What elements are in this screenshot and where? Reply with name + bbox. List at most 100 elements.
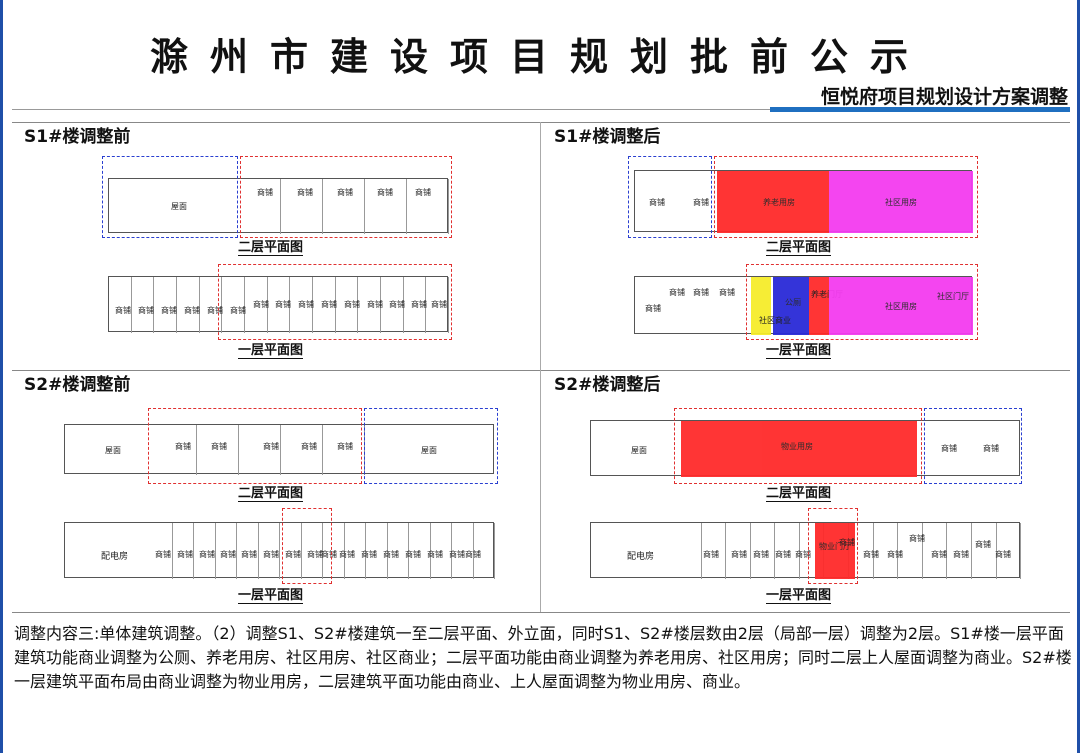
s1b-f1-room-1: 商铺 <box>115 306 131 315</box>
s2-before-floor1-bays <box>151 523 495 579</box>
s2a-f1-room-4: 商铺 <box>775 550 791 559</box>
s1b-f1-room-8: 商铺 <box>275 300 291 309</box>
s1b-f2-room-4: 商铺 <box>377 188 393 197</box>
s2b-f1-room-14: 商铺 <box>449 550 465 559</box>
s1b-f1-room-6: 商铺 <box>230 306 246 315</box>
s1-before-floor2-bays <box>239 179 449 234</box>
s1b-f2-room-1: 商铺 <box>257 188 273 197</box>
s1b-f2-room-2: 商铺 <box>297 188 313 197</box>
s2-after-floor2-commerce-zone <box>924 408 1022 484</box>
s1a-f1-toilet-label: 公厕 <box>785 298 801 307</box>
s1b-f1-room-7: 商铺 <box>253 300 269 309</box>
s1-after-floor1-change-zone <box>746 264 978 340</box>
s2-before-floor1-plan: 配电房 商铺 商铺 商铺 商铺 商铺 商铺 商铺 商铺 商铺 商铺 商铺 商铺 … <box>64 522 495 579</box>
s2b-f2-room-3: 商铺 <box>263 442 279 451</box>
s2-before-floor2-commerce-zone <box>148 408 362 484</box>
s2a-f1-room-1: 商铺 <box>703 550 719 559</box>
s2b-f2-roof-left: 屋面 <box>105 446 121 455</box>
s1-before-floor2-plan: 屋面 商铺 商铺 商铺 商铺 商铺 <box>108 178 449 234</box>
s1-after-elderly-fill: 养老用房 <box>717 171 829 233</box>
project-subtitle: 恒悦府项目规划设计方案调整 <box>820 86 1068 108</box>
s2a-f2-property-label: 物业用房 <box>781 442 813 451</box>
s2a-f1-room-13: 商铺 <box>995 550 1011 559</box>
s2a-f2-room-2: 商铺 <box>983 444 999 453</box>
s1-after-floor2-caption: 二层平面图 <box>766 240 832 256</box>
s2a-f1-power-room: 配电房 <box>627 552 655 562</box>
s2a-f1-room-6: 商铺 <box>839 538 855 547</box>
s2-after-property-fill: 物业用房 <box>681 421 917 477</box>
s1a-f2-room-1: 商铺 <box>649 198 665 207</box>
s1b-f1-room-13: 商铺 <box>389 300 405 309</box>
grid-line-middle <box>12 370 1070 371</box>
s1-after-floor2-change-zone <box>714 156 978 238</box>
s2b-f1-room-11: 商铺 <box>383 550 399 559</box>
s2a-f1-room-7: 商铺 <box>863 550 879 559</box>
s2-after-floor1-plan: 配电房 物业门厅 商铺 商铺 商铺 商铺 商铺 商铺 商铺 商铺 商铺 商铺 商… <box>590 522 1022 579</box>
s1b-f2-room-roof: 屋面 <box>171 202 187 211</box>
s2-before-floor2-plan: 屋面 商铺 商铺 商铺 商铺 商铺 屋面 <box>64 424 494 475</box>
title-rule <box>12 109 772 110</box>
s1b-f1-room-14: 商铺 <box>411 300 427 309</box>
s2-after-heading: S2#楼调整后 <box>554 375 661 395</box>
s1-after-floor2-plan: 养老用房 社区用房 商铺 商铺 <box>634 170 973 233</box>
grid-line-top <box>12 122 1070 123</box>
s2-after-property-door-fill: 物业门厅 <box>815 523 855 579</box>
s1-after-floor2-commerce-zone <box>628 156 712 238</box>
s2b-f2-roof-right: 屋面 <box>421 446 437 455</box>
s1b-f1-room-15: 商铺 <box>431 300 447 309</box>
s2-before-floor2-roof-zone <box>364 408 498 484</box>
s2-before-floor1-caption: 一层平面图 <box>238 588 304 604</box>
s1b-f1-room-12: 商铺 <box>367 300 383 309</box>
s1a-f1-room-1: 商铺 <box>645 304 661 313</box>
s2b-f1-room-3: 商铺 <box>199 550 215 559</box>
s2b-f2-room-4: 商铺 <box>301 442 317 451</box>
s2a-f1-room-9: 商铺 <box>909 534 925 543</box>
s2b-f2-room-5: 商铺 <box>337 442 353 451</box>
s1-before-floor1-commerce-zone <box>218 264 452 340</box>
s1a-f1-community-label: 社区用房 <box>885 302 917 311</box>
s1-after-community-fill: 社区用房 <box>829 171 973 233</box>
s2b-f1-room-16: 商铺 <box>321 550 337 559</box>
s1-before-floor2-caption: 二层平面图 <box>238 240 304 256</box>
s1-after-floor1-plan: 公厕 养老门厅 社区用房 社区门厅 社区商业 商铺 商铺 商铺 商铺 <box>634 276 973 335</box>
s2b-f1-room-8: 商铺 <box>307 550 323 559</box>
s1b-f1-room-10: 商铺 <box>321 300 337 309</box>
s1a-f2-room-2: 商铺 <box>693 198 709 207</box>
s2b-f1-room-13: 商铺 <box>427 550 443 559</box>
s1-before-floor2-roof-zone <box>102 156 238 238</box>
s1b-f2-room-3: 商铺 <box>337 188 353 197</box>
s2-before-heading: S2#楼调整前 <box>24 375 131 395</box>
s1a-f1-room-2: 商铺 <box>669 288 685 297</box>
s2b-f1-room-9: 商铺 <box>339 550 355 559</box>
s1-before-floor1-bays <box>109 277 450 333</box>
s2-before-floor1-change-zone <box>282 508 332 584</box>
s2b-f1-room-2: 商铺 <box>177 550 193 559</box>
s2b-f1-power-room: 配电房 <box>101 552 129 562</box>
s2a-f1-room-11: 商铺 <box>953 550 969 559</box>
s1a-f1-room-4: 商铺 <box>719 288 735 297</box>
s1b-f2-room-5: 商铺 <box>415 188 431 197</box>
grid-line-center <box>540 122 541 612</box>
s2b-f2-room-2: 商铺 <box>211 442 227 451</box>
s2a-f2-room-1: 商铺 <box>941 444 957 453</box>
s1-after-heading: S1#楼调整后 <box>554 127 661 147</box>
grid-line-bottom <box>12 612 1070 613</box>
page-title: 滁州市建设项目规划批前公示 <box>149 35 930 79</box>
s1a-f2-community-label: 社区用房 <box>885 198 917 207</box>
s2a-f1-room-3: 商铺 <box>753 550 769 559</box>
s2a-f1-room-5: 商铺 <box>795 550 811 559</box>
s1a-f2-elderly-label: 养老用房 <box>763 198 795 207</box>
s2-before-floor2-caption: 二层平面图 <box>238 486 304 502</box>
s1-after-toilet-fill: 公厕 <box>773 277 809 335</box>
s2b-f1-room-15: 商铺 <box>465 550 481 559</box>
s2b-f1-room-6: 商铺 <box>263 550 279 559</box>
s1-before-heading: S1#楼调整前 <box>24 127 131 147</box>
s1a-f1-room-3: 商铺 <box>693 288 709 297</box>
s1-after-floor1-caption: 一层平面图 <box>766 343 832 359</box>
s2b-f1-room-1: 商铺 <box>155 550 171 559</box>
s2b-f1-room-12: 商铺 <box>405 550 421 559</box>
s2-after-floor2-caption: 二层平面图 <box>766 486 832 502</box>
s1-before-floor1-caption: 一层平面图 <box>238 343 304 359</box>
s2a-f1-room-8: 商铺 <box>887 550 903 559</box>
